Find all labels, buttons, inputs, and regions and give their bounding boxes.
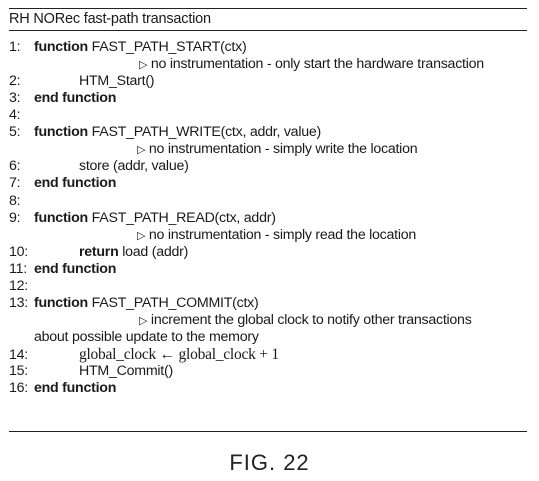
code-text: HTM_Start(): [79, 73, 155, 89]
line-number: 3:: [9, 90, 21, 106]
code-text: FAST_PATH_WRITE(ctx, addr, value): [91, 124, 322, 140]
line-15: 15: HTM_Commit(): [9, 363, 529, 380]
triangle-right-icon: ▷: [137, 230, 146, 242]
line-number: 15:: [9, 363, 28, 379]
comment-text: no instrumentation - simply write the lo…: [148, 141, 418, 157]
code-text: FAST_PATH_COMMIT(ctx): [91, 295, 259, 311]
caption-rule: [9, 30, 527, 31]
comment-5: ▷ no instrumentation - simply write the …: [9, 141, 529, 158]
line-5: 5: function FAST_PATH_WRITE(ctx, addr, va…: [9, 124, 529, 141]
keyword: return: [79, 244, 119, 260]
line-12: 12:: [9, 278, 529, 295]
keyword: function: [34, 295, 88, 311]
line-number: 8:: [9, 193, 21, 209]
line-8: 8:: [9, 193, 529, 210]
keyword: end function: [34, 380, 117, 396]
line-1: 1: function FAST_PATH_START(ctx): [9, 39, 529, 56]
line-number: 9:: [9, 210, 21, 226]
comment-13-continued: about possible update to the memory: [9, 329, 529, 346]
code-text: load (addr): [122, 244, 189, 260]
code-text: global_clock ← global_clock + 1: [79, 346, 279, 363]
line-number: 12:: [9, 278, 28, 294]
line-9: 9: function FAST_PATH_READ(ctx, addr): [9, 210, 529, 227]
line-7: 7: end function: [9, 175, 529, 192]
comment-text: increment the global clock to notify oth…: [150, 312, 472, 328]
algorithm-caption: RH NORec fast-path transaction: [9, 11, 211, 27]
code-text: HTM_Commit(): [79, 363, 173, 379]
line-number: 11:: [9, 261, 27, 277]
comment-1: ▷ no instrumentation - only start the ha…: [9, 56, 529, 73]
line-2: 2: HTM_Start(): [9, 73, 529, 90]
line-number: 4:: [9, 107, 21, 123]
comment-text: no instrumentation - simply read the loc…: [148, 227, 417, 243]
line-number: 6:: [9, 158, 21, 174]
code-text: FAST_PATH_READ(ctx, addr): [91, 210, 276, 226]
line-number: 13:: [9, 295, 28, 311]
line-number: 10:: [9, 244, 28, 260]
code-text: store (addr, value): [79, 158, 189, 174]
triangle-right-icon: ▷: [139, 59, 148, 71]
line-11: 11: end function: [9, 261, 529, 278]
comment-text: about possible update to the memory: [34, 329, 259, 345]
keyword: function: [34, 210, 88, 226]
line-14: 14: global_clock ← global_clock + 1: [9, 346, 529, 363]
line-number: 5:: [9, 124, 21, 140]
keyword: end function: [34, 90, 117, 106]
bottom-rule: [9, 431, 527, 432]
triangle-right-icon: ▷: [139, 315, 148, 327]
comment-9: ▷ no instrumentation - simply read the l…: [9, 227, 529, 244]
keyword: function: [34, 39, 88, 55]
line-13: 13: function FAST_PATH_COMMIT(ctx): [9, 295, 529, 312]
comment-text: no instrumentation - only start the hard…: [150, 56, 484, 72]
top-rule: [9, 8, 527, 9]
comment-13: ▷ increment the global clock to notify o…: [9, 312, 529, 329]
line-16: 16: end function: [9, 380, 529, 397]
figure-label: FIG. 22: [229, 450, 310, 475]
code-text: FAST_PATH_START(ctx): [91, 39, 247, 55]
line-4: 4:: [9, 107, 529, 124]
keyword: function: [34, 124, 88, 140]
line-number: 2:: [9, 73, 21, 89]
line-number: 14:: [9, 347, 28, 363]
triangle-right-icon: ▷: [137, 144, 146, 156]
line-3: 3: end function: [9, 90, 529, 107]
line-number: 7:: [9, 175, 21, 191]
line-6: 6: store (addr, value): [9, 158, 529, 175]
line-10: 10: return load (addr): [9, 244, 529, 261]
keyword: end function: [34, 261, 117, 277]
keyword: end function: [34, 175, 117, 191]
line-number: 16:: [9, 380, 28, 396]
line-number: 1:: [9, 39, 21, 55]
